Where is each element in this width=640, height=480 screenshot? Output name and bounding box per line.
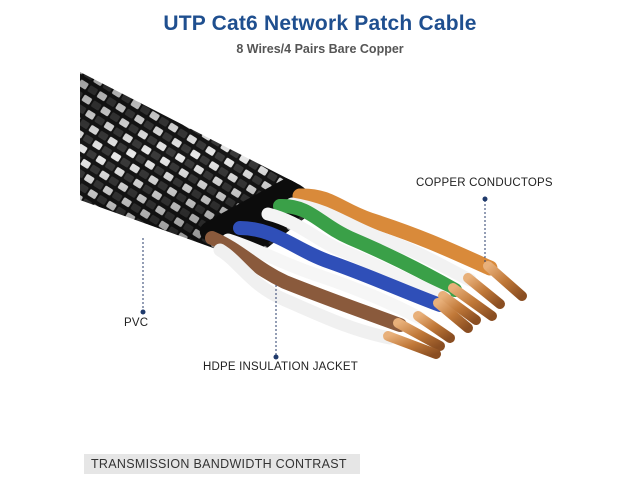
cable-jacket [80, 72, 313, 258]
callout-copper-conductors: COPPER CONDUCTOPS [416, 177, 553, 189]
leader-pvc-dot [140, 309, 146, 315]
wire-bundle [205, 188, 498, 345]
wire-brown-white [213, 243, 397, 345]
leader-copper-dot [482, 196, 488, 202]
page-subtitle: 8 Wires/4 Pairs Bare Copper [236, 42, 404, 56]
wire-brown [205, 231, 407, 332]
wire-blue-white [221, 233, 427, 325]
page-title: UTP Cat6 Network Patch Cable [163, 12, 477, 35]
callout-hdpe-jacket: HDPE INSULATION JACKET [203, 361, 358, 373]
footer-label: TRANSMISSION BANDWIDTH CONTRAST [91, 457, 347, 471]
wire-orange [292, 188, 498, 276]
footer-band [84, 454, 360, 474]
wire-orange-white [285, 197, 477, 287]
callout-pvc: PVC [124, 317, 149, 329]
wire-green-white [261, 207, 452, 305]
leader-hdpe-dot [273, 354, 279, 360]
callout-dots [140, 196, 488, 360]
wire-green [273, 199, 462, 297]
copper-conductors [383, 261, 527, 359]
wire-blue [233, 221, 447, 312]
